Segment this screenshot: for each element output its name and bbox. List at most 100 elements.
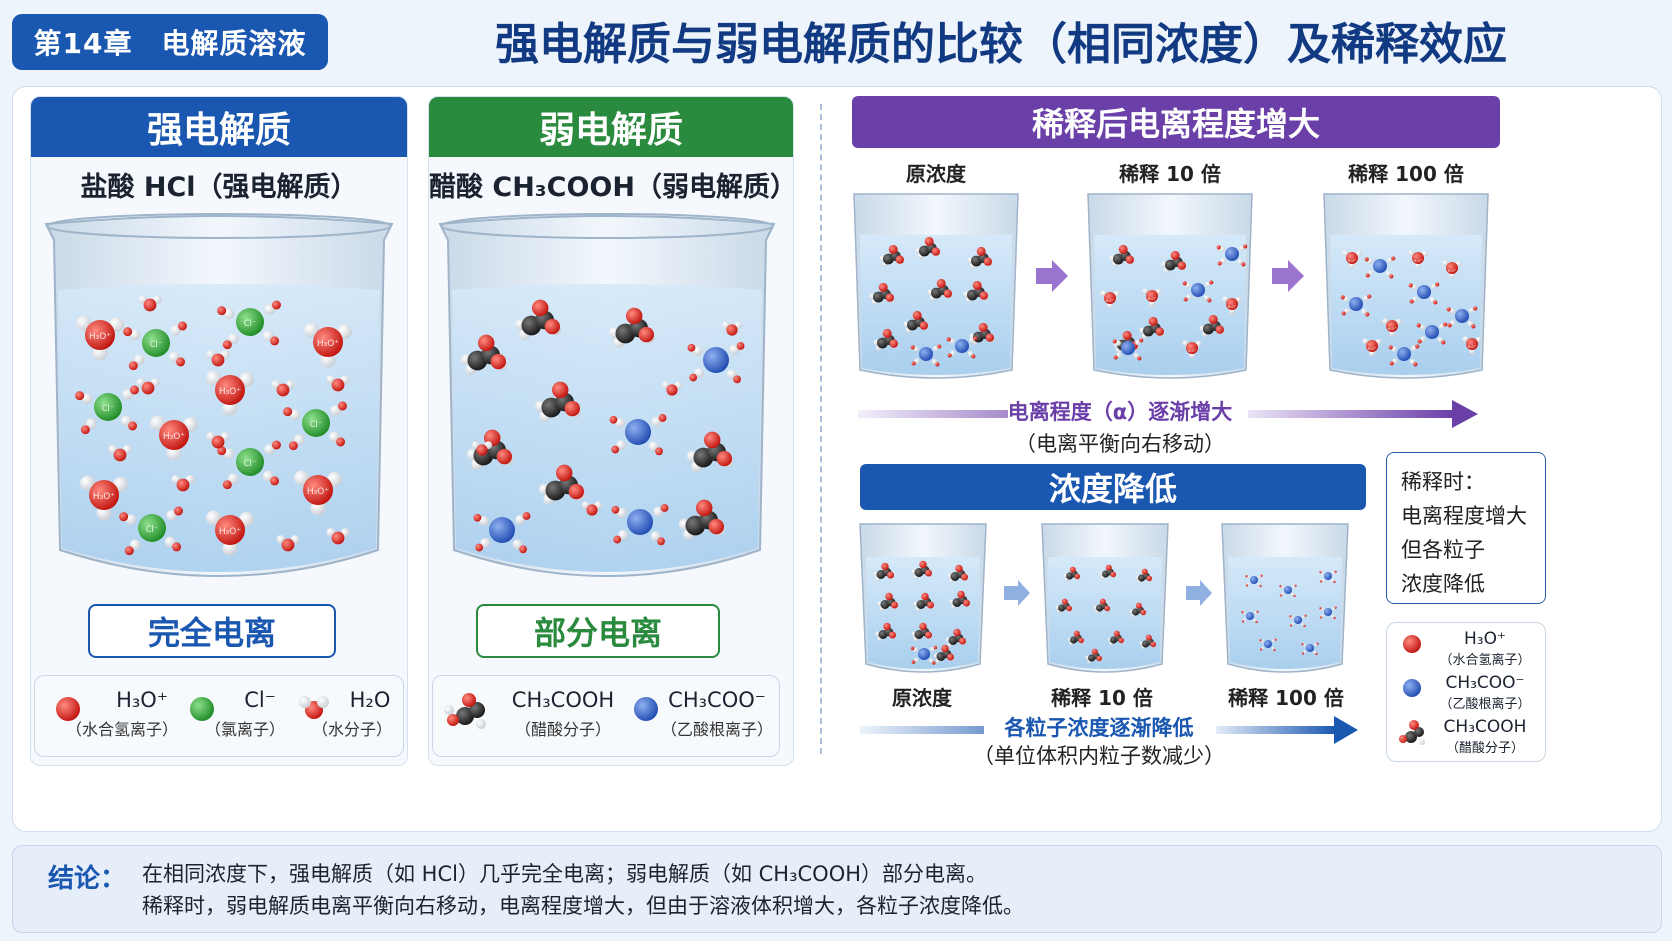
acetic-acid-molecule [1129,602,1147,618]
hydronium-ion: H₃O⁺ [1362,338,1382,357]
conclusion-line-2: 稀释时，弱电解质电离平衡向右移动，电离程度增大，但由于溶液体积增大，各粒子浓度降… [142,894,1024,918]
acetic-acid-molecule [534,381,582,422]
water-molecule [271,380,295,397]
water-molecule [171,475,195,492]
water-molecule [471,441,493,456]
water-molecule [661,381,683,396]
hydronium-ion: H₃O⁺ [1408,250,1428,269]
weak-beaker [438,213,776,577]
acetic-acid-molecule [1085,648,1103,664]
divider [820,104,822,754]
ionization-heading: 稀释后电离程度增大 [852,96,1500,148]
acetate-ion [1416,322,1448,345]
svg-text:H₃O⁺: H₃O⁺ [1468,345,1477,349]
acetic-acid-molecule [967,246,993,269]
svg-text:H₃O⁺: H₃O⁺ [89,332,111,342]
hydronium-ion: H₃O⁺ [150,415,198,461]
water-molecule [206,350,230,367]
beaker-100x: H₃O⁺ H₃O⁺ H₃O⁺ H₃O⁺ H₃O⁺ H₃O⁺ [1323,193,1489,379]
small-legend-hydronium: H₃O⁺（水合氢离子） [1439,629,1531,668]
acetic-acid-molecule [933,644,955,663]
acetate-ion [473,512,531,554]
chloride-ion: Cl⁻ [217,440,281,490]
acetate-icon [634,697,658,721]
acetic-acid-molecule [877,592,899,611]
svg-text:H₃O⁺: H₃O⁺ [307,487,329,497]
svg-text:H₃O⁺: H₃O⁺ [1348,259,1357,263]
svg-text:H₃O⁺: H₃O⁺ [1448,269,1457,273]
acetic-acid-molecule [1139,316,1165,339]
strong-legend: H₃O⁺（水合氢离子） Cl⁻（氯离子） H₂O（水分子） [34,675,404,757]
svg-text:H₃O⁺: H₃O⁺ [1388,327,1397,331]
svg-text:H₃O⁺: H₃O⁺ [219,387,241,397]
acetic-acid-molecule [678,499,726,540]
svg-text:Cl⁻: Cl⁻ [244,458,257,468]
water-molecule [276,535,300,552]
hydronium-icon [56,697,80,721]
acetate-ion [1340,294,1372,317]
svg-text:Cl⁻: Cl⁻ [146,524,159,534]
arrow-icon [1004,580,1030,606]
water-molecule [326,375,350,392]
hydronium-icon [1403,635,1421,653]
ionization-beakers: H₃O⁺H₃O⁺H₃O⁺H₃O⁺H₃O⁺H₃O⁺H₃O⁺H₃O⁺H₃O⁺H₃O⁺ [853,193,1489,379]
acetate-ion [1446,306,1478,329]
acetic-acid-molecule [869,282,895,305]
hydronium-ion: H₃O⁺ [304,322,352,368]
acetic-acid-molecule [927,278,953,301]
water-molecule [721,321,743,336]
svg-text:Cl⁻: Cl⁻ [102,403,115,413]
hydronium-ion: H₃O⁺ [1382,318,1402,337]
acetic-acid-molecule [963,280,989,303]
concentration-arrow-text: 各粒子浓度逐渐降低 [1004,716,1194,740]
acetic-acid-icon [444,693,486,729]
acetic-acid-molecule [686,431,734,472]
svg-text:H₃O⁺: H₃O⁺ [219,527,241,537]
note-line: 浓度降低 [1401,572,1485,596]
acetate-ion [611,504,669,546]
conc-label-10x: 稀释 10 倍 [1051,686,1153,710]
hydronium-ion: H₃O⁺ [76,315,124,361]
hydronium-ion: H₃O⁺ [206,370,254,416]
acetate-ion [1319,570,1337,584]
hydronium-ion: H₃O⁺ [294,470,342,516]
legend-acetic-acid: CH₃COOH（醋酸分子） [511,688,615,739]
svg-text:Cl⁻: Cl⁻ [244,318,257,328]
legend-acetate: CH₃COO⁻（乙酸根离子） [660,688,773,739]
acetic-acid-molecule [514,299,562,340]
acetate-ion [910,645,938,665]
acetic-acid-molecule [1055,598,1073,614]
dilution-note: 稀释时： 电离程度增大 但各粒子 浓度降低 [1386,452,1546,604]
arrow-icon [1272,260,1304,292]
water-molecule [581,501,603,516]
acetic-acid-molecule [911,622,933,641]
conc-label-100x: 稀释 100 倍 [1228,686,1344,710]
chloride-ion: Cl⁻ [283,401,347,451]
svg-text:H₃O⁺: H₃O⁺ [93,492,115,502]
acetic-acid-molecule [903,310,929,333]
acetic-acid-molecule [1063,566,1081,582]
legend-chloride: Cl⁻（氯离子） [204,688,285,739]
water-molecule [108,445,132,462]
acetic-acid-molecule [1067,630,1085,646]
acetic-acid-molecule [1139,634,1157,650]
svg-text:H₃O⁺: H₃O⁺ [1188,349,1197,353]
ionization-arrow-text: 电离程度（α）逐渐增大 [1007,400,1233,424]
arrow-icon [1186,580,1212,606]
acetate-ion [1289,614,1307,628]
acetic-acid-molecule [915,236,941,259]
weak-legend: CH₃COOH（醋酸分子） CH₃COO⁻（乙酸根离子） [432,675,780,757]
svg-text:H₃O⁺: H₃O⁺ [1414,259,1423,263]
concentration-beakers [859,523,1349,673]
weak-subtitle: 醋酸 CH₃COOH（弱电解质） [429,172,794,203]
svg-text:H₃O⁺: H₃O⁺ [163,432,185,442]
chloride-ion: Cl⁻ [217,300,281,350]
water-molecule-icon [299,696,329,719]
acetic-acid-molecule [460,334,508,375]
hydronium-ion: H₃O⁺ [1342,250,1362,269]
chloride-ion: Cl⁻ [75,385,139,435]
acetate-ion [1279,584,1297,598]
acetate-ion [687,342,745,384]
acetic-acid-molecule [949,590,971,609]
strong-particles: H₃O⁺ H₃O⁺ H₃O⁺ H₃O⁺ H₃O⁺ H₃O⁺ H₃O⁺ Cl⁻ Cl⁻ Cl⁻ Cl⁻… [75,295,352,556]
